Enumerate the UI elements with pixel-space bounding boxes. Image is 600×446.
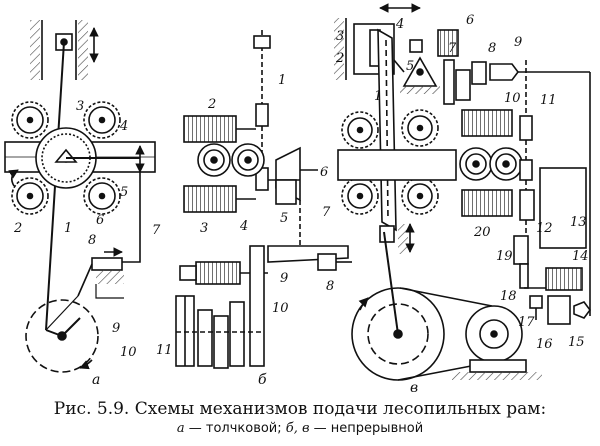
figure-schematics: 3 4 5 6 2 1 7 8 9 10 а: [4, 3, 591, 396]
label-a-5: 5: [120, 185, 128, 200]
label-a-8: 8: [88, 233, 96, 248]
label-c-19: 19: [496, 249, 513, 264]
panel-a-letter: а: [92, 372, 100, 388]
label-c-15: 15: [568, 335, 585, 350]
label-a-4: 4: [119, 119, 128, 134]
label-a-2: 2: [13, 221, 22, 236]
label-c-11: 11: [540, 93, 557, 108]
caption-legend: а — толчковой; б, в — непрерывной: [0, 420, 600, 438]
label-a-7: 7: [152, 223, 161, 238]
caption-title: Рис. 5.9. Схемы механизмов подачи лесопи…: [53, 399, 547, 419]
label-a-9: 9: [112, 321, 120, 336]
label-c-5: 5: [406, 59, 414, 74]
label-c-14: 14: [572, 249, 589, 264]
label-c-4: 4: [395, 17, 404, 32]
panel-c-letter: в: [410, 380, 418, 396]
label-a-6: 6: [96, 213, 104, 228]
caption-letter-a: а: [176, 421, 185, 436]
label-c-9: 9: [514, 35, 522, 50]
label-b-1: 1: [278, 73, 286, 88]
label-b-8: 8: [326, 279, 334, 294]
label-b-10: 10: [272, 301, 289, 316]
caption-text-bc: — непрерывной: [309, 421, 424, 436]
label-c-8: 8: [488, 41, 496, 56]
label-b-6: 6: [320, 165, 328, 180]
caption-text-a: — толчковой;: [184, 421, 286, 436]
panel-b-letter: б: [258, 372, 267, 388]
panel-c-continuous-feed: [334, 3, 591, 381]
label-c-20: 20: [473, 225, 491, 240]
label-c-2: 2: [335, 51, 344, 66]
panel-a-jerk-feed: [4, 20, 156, 373]
label-b-3: 3: [200, 221, 208, 236]
label-b-4: 4: [239, 219, 248, 234]
label-a-1: 1: [64, 221, 72, 236]
label-c-18: 18: [500, 289, 517, 304]
label-b-5: 5: [280, 211, 288, 226]
label-c-7: 7: [448, 41, 457, 56]
label-c-3: 3: [336, 29, 344, 44]
label-c-16: 16: [536, 337, 553, 352]
label-c-17: 17: [518, 315, 535, 330]
label-b-2: 2: [207, 97, 216, 112]
panel-b-continuous-feed: [175, 30, 352, 369]
label-a-3: 3: [76, 99, 84, 114]
label-b-7: 7: [322, 205, 331, 220]
label-c-6: 6: [466, 13, 474, 28]
label-b-11: 11: [156, 343, 173, 358]
label-c-13: 13: [570, 215, 587, 230]
label-a-10: 10: [120, 345, 137, 360]
caption-letter-bc: б, в: [285, 421, 310, 436]
label-c-12: 12: [536, 221, 553, 236]
label-b-9: 9: [280, 271, 288, 286]
figure-caption: Рис. 5.9. Схемы механизмов подачи лесопи…: [0, 398, 600, 438]
label-c-10: 10: [504, 91, 521, 106]
label-c-1: 1: [374, 89, 382, 104]
